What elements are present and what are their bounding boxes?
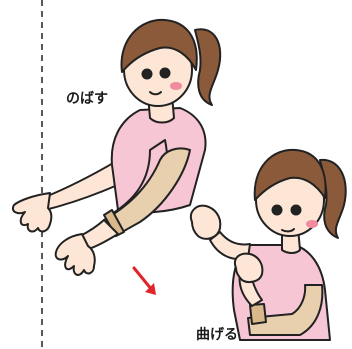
cheek — [170, 82, 182, 90]
eye-left-2 — [271, 204, 283, 216]
eye-right-2 — [290, 204, 302, 216]
eye-left — [141, 68, 153, 80]
raised-arm — [209, 231, 251, 260]
mouth-2 — [281, 228, 295, 233]
front-hand — [54, 233, 96, 276]
arrow-down-right-icon — [132, 266, 156, 295]
label-bend: 曲げる — [196, 327, 238, 343]
bent-fist — [234, 252, 264, 283]
sleeve-band-2 — [249, 303, 267, 325]
raised-fist — [190, 204, 222, 240]
ponytail — [194, 28, 222, 106]
hair — [120, 18, 198, 73]
figure-bending — [190, 148, 347, 341]
hair-2 — [253, 148, 327, 201]
label-extend: のばす — [66, 91, 108, 107]
front-arm-sleeve — [103, 147, 191, 237]
mouth — [149, 91, 162, 96]
figure-extending — [12, 18, 222, 276]
eye-right — [159, 67, 171, 79]
back-hand — [12, 192, 53, 233]
cheek-2 — [306, 220, 318, 228]
